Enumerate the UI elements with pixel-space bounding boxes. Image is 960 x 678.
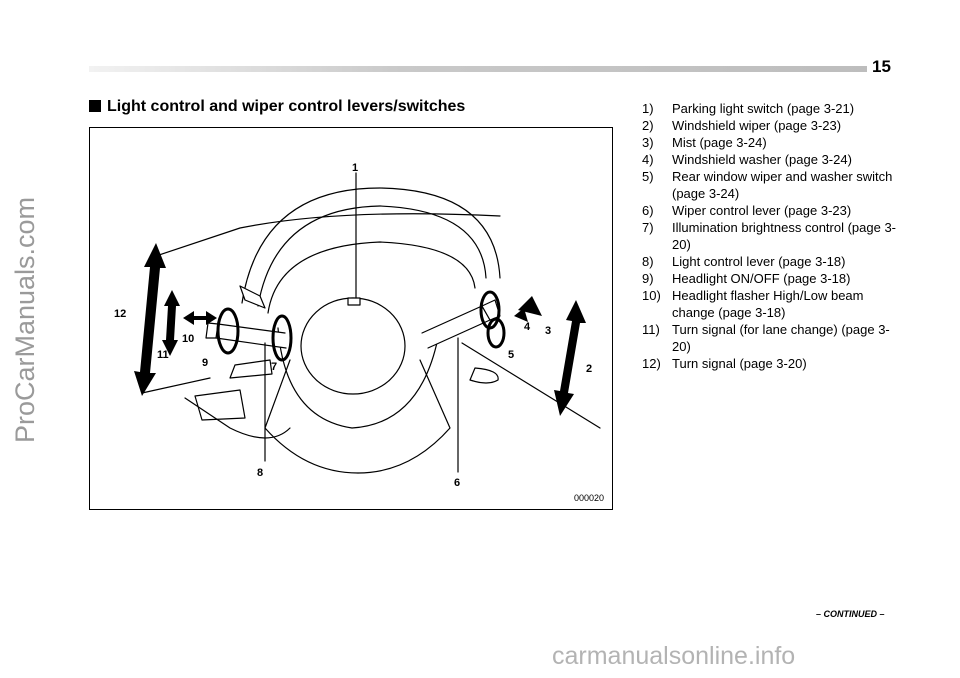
legend-item-text: Turn signal (page 3-20)	[672, 356, 807, 371]
legend-item-number: 2)	[642, 118, 654, 133]
wheel-rim-lower	[277, 327, 439, 429]
legend-item-number: 3)	[642, 135, 654, 150]
parking-light-knob	[347, 297, 361, 306]
cluster-outer	[241, 187, 501, 304]
dash-right-line	[461, 342, 601, 429]
wheel-hub	[300, 297, 406, 395]
dash-vent	[194, 389, 246, 421]
legend-item-text: Windshield wiper (page 3-23)	[672, 118, 842, 133]
light-rotate-ring-icon	[216, 307, 240, 355]
lane-change-arrow-icon	[162, 290, 180, 356]
legend-item: 6) Wiper control lever (page 3-23)	[642, 202, 904, 219]
callout-7: 7	[271, 361, 277, 373]
turn-signal-arrow-icon	[134, 243, 166, 396]
callout-4: 4	[524, 321, 531, 333]
dash-lower-left	[184, 397, 291, 439]
washer-arrow-icon	[514, 308, 528, 322]
legend-item-text: Turn signal (for lane change) (page 3-20…	[672, 322, 890, 354]
dash-top-line	[149, 213, 501, 259]
column-right	[357, 359, 451, 474]
legend-item-text: Light control lever (page 3-18)	[672, 254, 846, 269]
callout-6: 6	[454, 477, 460, 489]
section-bullet-icon	[89, 100, 101, 112]
legend-item-number: 5)	[642, 169, 654, 184]
callout-9: 9	[202, 357, 208, 369]
callout-3: 3	[545, 325, 551, 337]
lever-illustration: 1 2 3 4 5 6 7 8 9 10 11 12 000020	[89, 127, 613, 510]
legend-item: 2) Windshield wiper (page 3-23)	[642, 117, 904, 134]
legend-item-text: Wiper control lever (page 3-23)	[672, 203, 852, 218]
callout-2: 2	[586, 363, 592, 375]
legend-list: 1) Parking light switch (page 3-21) 2) Wind…	[642, 100, 904, 372]
page-number: 15	[872, 57, 891, 76]
dash-left-line	[141, 377, 211, 394]
legend-item-text: Headlight ON/OFF (page 3-18)	[672, 271, 851, 286]
legend-item: 9) Headlight ON/OFF (page 3-18)	[642, 270, 904, 287]
callout-5: 5	[508, 349, 514, 361]
legend-item-text: Parking light switch (page 3-21)	[672, 101, 855, 116]
legend-item-number: 7)	[642, 220, 654, 235]
legend-item: 4) Windshield washer (page 3-24)	[642, 151, 904, 168]
legend-item: 10) Headlight flasher High/Low beam chang…	[642, 287, 904, 321]
legend-item-number: 1)	[642, 101, 654, 116]
callout-12: 12	[114, 308, 126, 320]
legend-item-number: 8)	[642, 254, 654, 269]
legend-item-text: Headlight flasher High/Low beam change (…	[672, 288, 864, 320]
windshield-wiper-arrow-icon	[554, 300, 586, 416]
legend-item: 11) Turn signal (for lane change) (page 3…	[642, 321, 904, 355]
legend-item-number: 6)	[642, 203, 654, 218]
column-left	[264, 359, 359, 474]
lower-left-lever	[229, 359, 273, 379]
legend-item-number: 11)	[642, 322, 660, 337]
side-watermark: ProCarManuals.com	[10, 196, 40, 444]
legend-item-text: Illumination brightness control (page 3-…	[672, 220, 897, 252]
legend-item: 1) Parking light switch (page 3-21)	[642, 100, 904, 117]
callout-11: 11	[157, 349, 169, 361]
legend-item: 12) Turn signal (page 3-20)	[642, 355, 904, 372]
bottom-watermark: carmanualsonline.info	[552, 642, 796, 670]
brightness-ring-icon	[271, 314, 293, 362]
legend-item: 3) Mist (page 3-24)	[642, 134, 904, 151]
legend-item-number: 12)	[642, 356, 661, 371]
section-title-text: Light control and wiper control levers/s…	[107, 98, 466, 115]
callout-1: 1	[352, 162, 358, 174]
cluster-window	[267, 241, 476, 314]
light-lever-tip	[205, 322, 219, 339]
continued-note: – CONTINUED –	[816, 609, 885, 619]
upper-left-lever	[239, 285, 266, 309]
legend-item-text: Windshield washer (page 3-24)	[672, 152, 852, 167]
flasher-arrow-icon	[183, 311, 217, 325]
callout-10: 10	[182, 333, 194, 345]
legend-item: 8) Light control lever (page 3-18)	[642, 253, 904, 270]
rear-wiper-ring-icon	[486, 317, 506, 349]
legend-item-text: Rear window wiper and washer switch (pag…	[672, 169, 893, 201]
legend-item: 7) Illumination brightness control (page …	[642, 219, 904, 253]
legend-item-text: Mist (page 3-24)	[672, 135, 767, 150]
header-rule	[89, 66, 867, 72]
legend-item-number: 9)	[642, 271, 654, 286]
legend-item-number: 4)	[642, 152, 654, 167]
legend-item-number: 10)	[642, 288, 661, 303]
cluster-inner	[257, 205, 487, 307]
legend-item: 5) Rear window wiper and washer switch (p…	[642, 168, 904, 202]
section-title: Light control and wiper control levers/s…	[89, 98, 465, 116]
right-lower-lever	[469, 367, 499, 384]
steering-wheel-drawing: 1 2 3 4 5 6 7 8 9 10 11 12	[114, 162, 601, 489]
callout-8: 8	[257, 467, 263, 479]
figure-code: 000020	[573, 493, 604, 503]
